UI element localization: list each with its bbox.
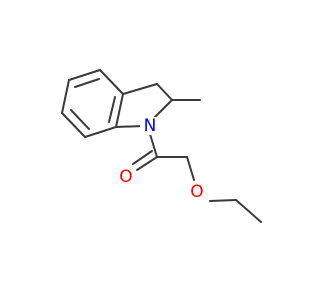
- o-carbonyl-label-bg: [116, 168, 136, 186]
- bond-ring-d-inner: [74, 78, 100, 88]
- bond-c3a-c3: [122, 83, 158, 95]
- bond-carbonyl-c-o-b: [132, 150, 153, 165]
- ether-oxygen-label: O: [190, 182, 203, 202]
- bond-carbonyl-c-o-a: [136, 156, 158, 171]
- bond-ring-f: [115, 93, 124, 128]
- molecule-diagram: N O O: [61, 69, 262, 223]
- bond-ring-b-inner: [70, 109, 90, 130]
- bond-n-c7a: [115, 125, 144, 128]
- bond-n-carbonyl-c: [149, 133, 158, 158]
- bond-ring-e: [99, 69, 124, 95]
- n-label-bg: [140, 117, 160, 135]
- carbonyl-oxygen-label: O: [119, 167, 132, 187]
- bond-ring-c: [61, 79, 70, 114]
- bond-ethyl-ch3: [235, 199, 262, 223]
- bond-ring-b: [61, 112, 86, 138]
- bond-o-ethyl: [209, 199, 237, 202]
- bond-ring-a: [84, 126, 117, 138]
- bond-ring-f-inner: [108, 96, 116, 123]
- bond-ring-d: [68, 69, 101, 81]
- bond-ch2-o: [186, 156, 195, 181]
- nitrogen-label: N: [144, 116, 157, 136]
- o-ether-label-bg: [187, 183, 207, 201]
- structure-canvas: N O O: [61, 69, 262, 223]
- bond-c3-c2: [156, 83, 173, 101]
- bond-c2-n: [153, 99, 173, 119]
